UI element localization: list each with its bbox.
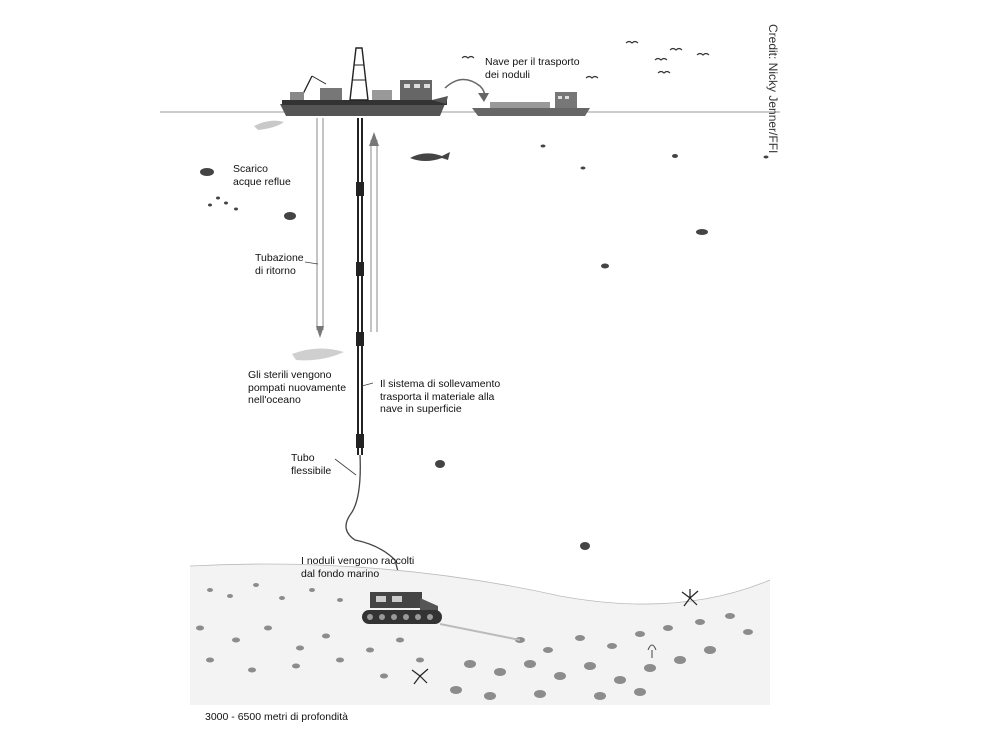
fish (672, 154, 678, 158)
fish (435, 460, 445, 468)
leader-line (334, 458, 357, 476)
bird (461, 55, 475, 59)
fish (200, 168, 214, 176)
transfer-arrowhead (478, 93, 489, 102)
fish (601, 263, 609, 269)
waste-slick (254, 120, 284, 130)
seafloor (190, 564, 770, 705)
fish (580, 166, 586, 170)
leader-line (304, 261, 319, 265)
sea-creature (647, 644, 657, 658)
label-tailings: Gli sterili vengono pompati nuovamente n… (248, 369, 347, 406)
fish (696, 229, 708, 235)
label-transport-ship: Nave per il trasporto dei noduli (485, 56, 580, 81)
bird (654, 57, 668, 61)
lift-arrow (369, 132, 379, 332)
down-arrowhead (316, 326, 324, 338)
transfer-arrow (444, 78, 486, 99)
mining-ship (280, 47, 448, 116)
riser-pipe (356, 118, 364, 455)
label-lift-system: Il sistema di sollevamento trasporta il … (380, 378, 501, 415)
label-waste-water: Scarico acque reflue (233, 163, 291, 188)
fish (763, 155, 769, 159)
bird (657, 70, 671, 74)
riser-joint (356, 182, 364, 196)
nodules (196, 583, 753, 700)
nodule-collector (362, 592, 442, 624)
fish (284, 212, 296, 220)
brittle-star (411, 668, 429, 685)
label-depth: 3000 - 6500 metri di profondità (205, 711, 349, 723)
birds (461, 40, 710, 79)
tailings-plume (292, 348, 344, 361)
bird (669, 47, 683, 51)
fish (410, 152, 450, 161)
riser-joint (356, 434, 364, 448)
fish (208, 203, 212, 207)
transport-ship (472, 92, 590, 116)
bird (696, 52, 710, 56)
return-pipe (316, 118, 324, 338)
leader-line (361, 382, 374, 387)
label-collector: I noduli vengono raccolti dal fondo mari… (301, 555, 415, 580)
track-marks (439, 623, 521, 641)
fish (234, 207, 238, 211)
brittle-star (681, 589, 699, 607)
bird (585, 75, 599, 79)
riser-joint (356, 332, 364, 346)
up-arrowhead (369, 132, 379, 146)
seafloor-horizon (189, 563, 771, 605)
fish-group (200, 144, 769, 550)
bird (625, 40, 639, 44)
photo-credit: Credit: Nicky Jenner/FFI (766, 24, 780, 154)
fish (216, 196, 220, 200)
fish (580, 542, 590, 550)
label-return-pipe: Tubazione di ritorno (255, 252, 304, 277)
collector-track (362, 610, 442, 624)
riser-joint (356, 262, 364, 276)
label-flexible-hose: Tubo flessibile (291, 452, 332, 477)
fish (224, 201, 228, 205)
fish (540, 144, 546, 148)
